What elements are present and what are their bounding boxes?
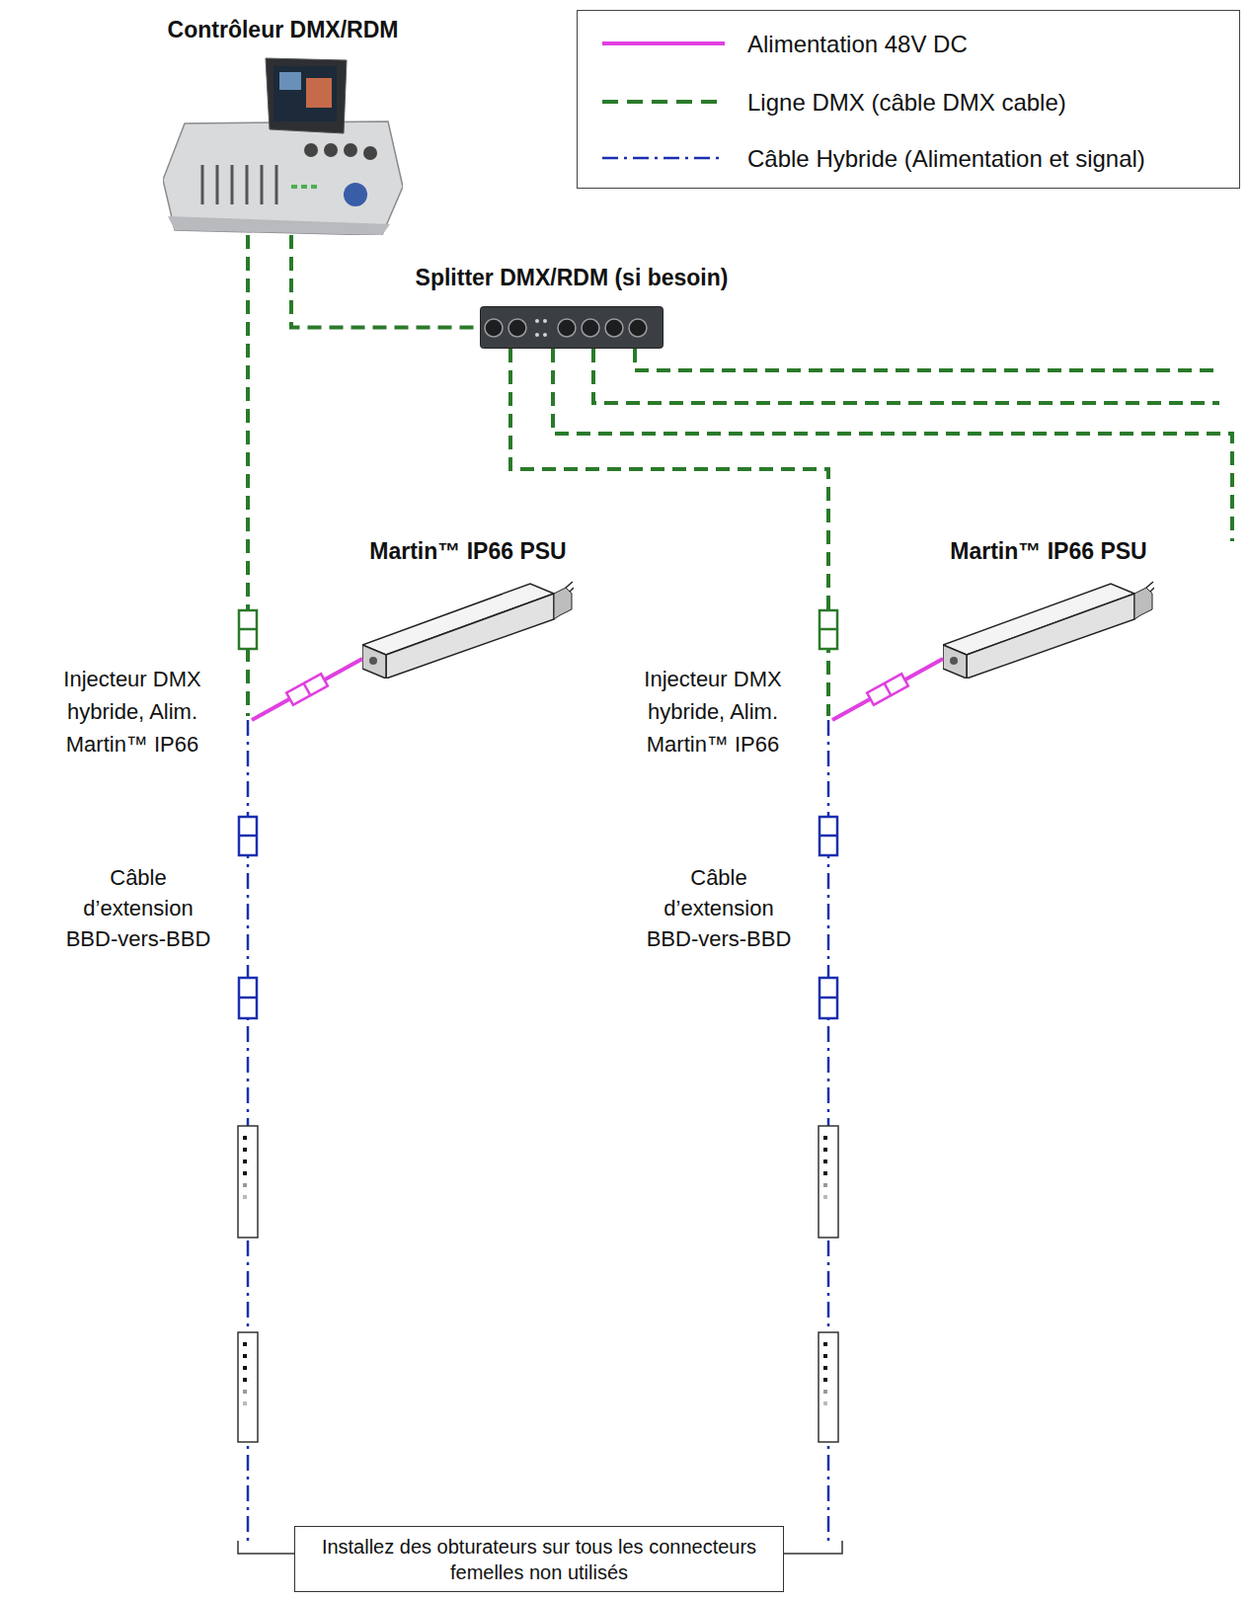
power-line [251, 658, 363, 720]
node-title: Contrôleur DMX/RDM [167, 14, 399, 45]
injector-junction: Injecteur DMX hybride, Alim. Martin™ IP6… [824, 715, 833, 724]
connector-path [245, 234, 250, 716]
node-label: Injecteur DMX hybride, Alim. Martin™ IP6… [614, 662, 812, 761]
legend-text: Câble Hybride (Alimentation et signal) [747, 144, 1146, 174]
node-title: Martin™ IP66 PSU [369, 536, 566, 566]
legend-sample-hybrid [602, 156, 725, 160]
legend-text: Alimentation 48V DC [747, 29, 968, 60]
splitter-node: Splitter DMX/RDM (si besoin) [479, 306, 664, 349]
led-fixture [818, 1331, 839, 1442]
led-fixture [237, 1331, 258, 1442]
node-label: Injecteur DMX hybride, Alim. Martin™ IP6… [33, 662, 232, 761]
dmx-line [510, 348, 829, 716]
connector-path [510, 348, 829, 716]
led-fixture [818, 1125, 839, 1238]
psu-illustration [362, 579, 574, 679]
dmx-line [247, 234, 249, 716]
hybrid-connector [238, 816, 838, 1018]
psu-node: Martin™ IP66 PSU [942, 579, 1155, 679]
node-title: Splitter DMX/RDM (si besoin) [415, 262, 729, 293]
cable-label: Câble d’extension BBD-vers-BBD [59, 861, 218, 954]
injector-junction: Injecteur DMX hybride, Alim. Martin™ IP6… [243, 715, 252, 724]
dmx-line [291, 234, 480, 328]
legend-sample-power [602, 41, 725, 46]
psu-node: Martin™ IP66 PSU [362, 579, 574, 679]
hybrid-cable [247, 719, 829, 1547]
legend-box: Alimentation 48V DC Ligne DMX (câble DMX … [576, 9, 1241, 189]
cable-label: Câble d’extension BBD-vers-BBD [639, 861, 798, 954]
splitter-illustration [479, 306, 664, 349]
note-text: Installez des obturateurs sur tous les c… [320, 1533, 758, 1585]
console-illustration [162, 56, 403, 235]
psu-illustration [942, 579, 1155, 679]
led-fixture [237, 1125, 258, 1238]
legend-text: Ligne DMX (câble DMX cable) [747, 87, 1067, 118]
dmx-output-lines [552, 348, 1233, 542]
node-title: Martin™ IP66 PSU [949, 536, 1147, 566]
power-connector [286, 673, 328, 705]
legend-sample-dmx [602, 99, 725, 104]
power-connector [866, 673, 909, 705]
note-box: Installez des obturateurs sur tous les c… [294, 1525, 784, 1592]
bracket [237, 1540, 843, 1554]
connector-path [832, 658, 943, 720]
dmx-connector [238, 610, 838, 649]
connector-path [291, 234, 480, 328]
controller-node: Contrôleur DMX/RDM [162, 56, 403, 235]
power-line [832, 658, 943, 720]
connector-path [251, 658, 363, 720]
